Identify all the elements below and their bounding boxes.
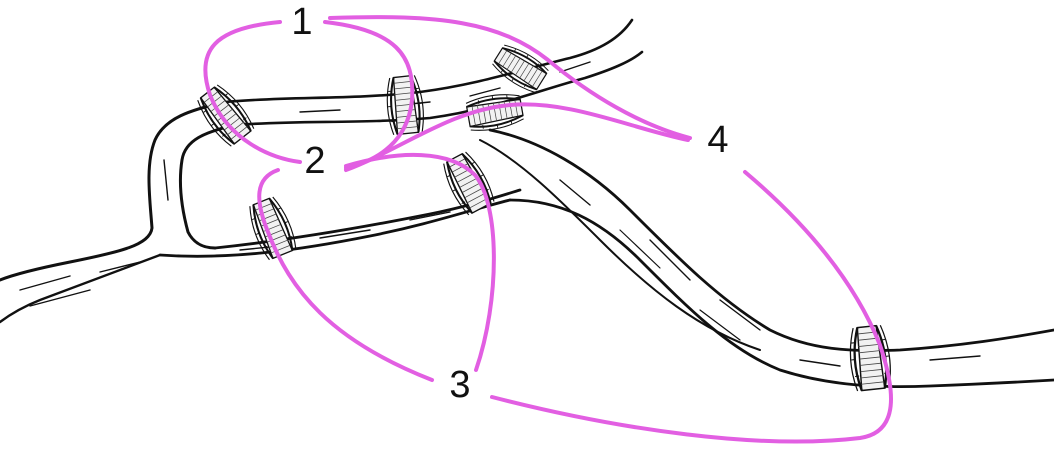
route-curves (205, 17, 891, 441)
bridge-icon (194, 82, 257, 149)
river-bank-east-middle (480, 140, 760, 350)
river-ripple (560, 180, 980, 366)
route-curve (492, 172, 891, 442)
land-label-3: 3 (449, 364, 470, 406)
river-bank-east-lower (510, 200, 1054, 387)
land-label-2: 2 (304, 140, 325, 182)
bridge-icon (490, 41, 550, 95)
bridge-icon (245, 195, 299, 261)
river-ripple (620, 230, 740, 340)
route-curve (259, 170, 432, 380)
river-bank-west-inner (180, 125, 235, 248)
land-label-1: 1 (291, 1, 312, 43)
river-bank-east-upper (490, 130, 1054, 351)
land-label-4: 4 (707, 119, 728, 161)
river-bank-north-upper (225, 20, 632, 102)
river-bank-west-upper (0, 102, 225, 280)
river-ripple (20, 160, 168, 306)
